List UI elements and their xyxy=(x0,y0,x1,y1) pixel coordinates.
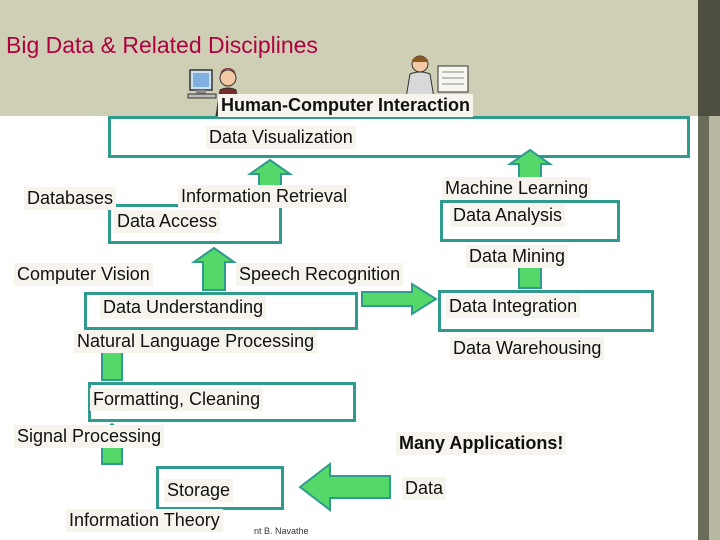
arrow-understanding-right xyxy=(361,282,438,316)
credit-text: nt B. Navathe xyxy=(254,526,309,536)
person-reading-clipart-icon xyxy=(405,55,469,98)
integration-box xyxy=(438,290,654,332)
cleaning-box xyxy=(88,382,356,422)
label-hci: Human-Computer Interaction xyxy=(218,94,474,117)
label-data-integration: Data Integration xyxy=(446,295,581,318)
arrow-understanding-up xyxy=(190,246,238,291)
label-data-visualization: Data Visualization xyxy=(206,126,356,149)
right-stripe-header xyxy=(698,0,720,116)
label-data: Data xyxy=(402,477,447,500)
slide-title: Big Data & Related Disciplines xyxy=(6,32,318,58)
label-storage: Storage xyxy=(164,479,234,502)
label-computer-vision: Computer Vision xyxy=(14,263,153,286)
right-stripe-light xyxy=(709,0,720,540)
label-signal-processing: Signal Processing xyxy=(14,425,165,448)
understanding-box xyxy=(84,292,358,330)
visualization-box xyxy=(108,116,690,158)
label-information-theory: Information Theory xyxy=(66,509,223,532)
label-data-analysis: Data Analysis xyxy=(450,204,566,227)
label-speech-recognition: Speech Recognition xyxy=(236,263,404,286)
storage-box xyxy=(156,466,284,510)
analysis-box xyxy=(440,200,620,242)
label-formatting-cleaning: Formatting, Cleaning xyxy=(90,388,264,411)
label-data-mining: Data Mining xyxy=(466,245,569,268)
label-many-applications: Many Applications! xyxy=(396,432,567,455)
right-stripe-dark xyxy=(698,0,709,540)
label-databases: Databases xyxy=(24,187,117,210)
label-data-warehousing: Data Warehousing xyxy=(450,337,605,360)
label-information-retrieval: Information Retrieval xyxy=(178,185,351,208)
arrow-data-to-storage xyxy=(298,461,391,513)
label-data-understanding: Data Understanding xyxy=(100,296,267,319)
label-machine-learning: Machine Learning xyxy=(442,177,592,200)
label-nlp: Natural Language Processing xyxy=(74,330,318,353)
label-data-access: Data Access xyxy=(114,210,221,233)
